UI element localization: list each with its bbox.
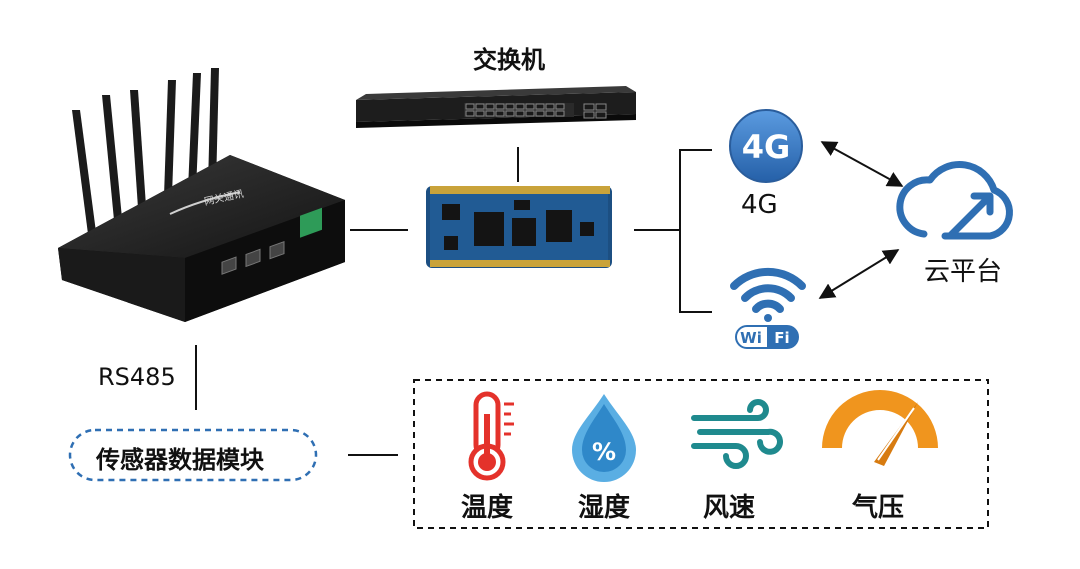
4g-badge-text: 4G [742,128,791,166]
connection-lines [195,147,712,456]
bracket-4g-wifi [679,149,712,313]
wifi-logo: Wi Fi [735,325,799,349]
sensor-module-label: 传感器数据模块 [96,446,264,474]
sensor-label-pressure: 气压 [852,493,905,523]
4g-icon: 4G [729,109,803,183]
cloud-label: 云平台 [924,257,1003,287]
core-board [426,186,612,268]
antenna [102,95,122,220]
antenna [208,68,219,186]
sensor-label-temperature: 温度 [461,493,514,523]
pressure-gauge-icon [822,390,938,466]
wind-icon [691,399,783,469]
sensor-label-wind: 风速 [703,493,756,523]
4g-label: 4G [741,190,778,220]
sensor-label-humidity: 湿度 [578,493,631,523]
wifi-logo-left: Wi [740,329,762,347]
antenna [130,90,146,208]
arrow-wifi-cloud [818,249,900,299]
cloud-icon [896,161,1013,240]
network-switch [356,86,636,128]
arrow-4g-cloud [820,141,904,187]
svg-text:%: % [592,438,616,466]
humidity-drop-icon: % [572,394,636,482]
router-device: 网关通讯 [58,68,345,322]
rs485-label: RS485 [98,363,176,391]
sensor-group-box [413,379,989,529]
antenna [72,110,96,234]
antenna [188,73,201,190]
switch-label: 交换机 [473,46,545,74]
antenna [164,80,176,196]
wifi-icon [730,267,806,322]
wifi-logo-right: Fi [774,329,789,347]
thermometer-icon [468,391,514,481]
sensor-module-box [68,428,318,482]
